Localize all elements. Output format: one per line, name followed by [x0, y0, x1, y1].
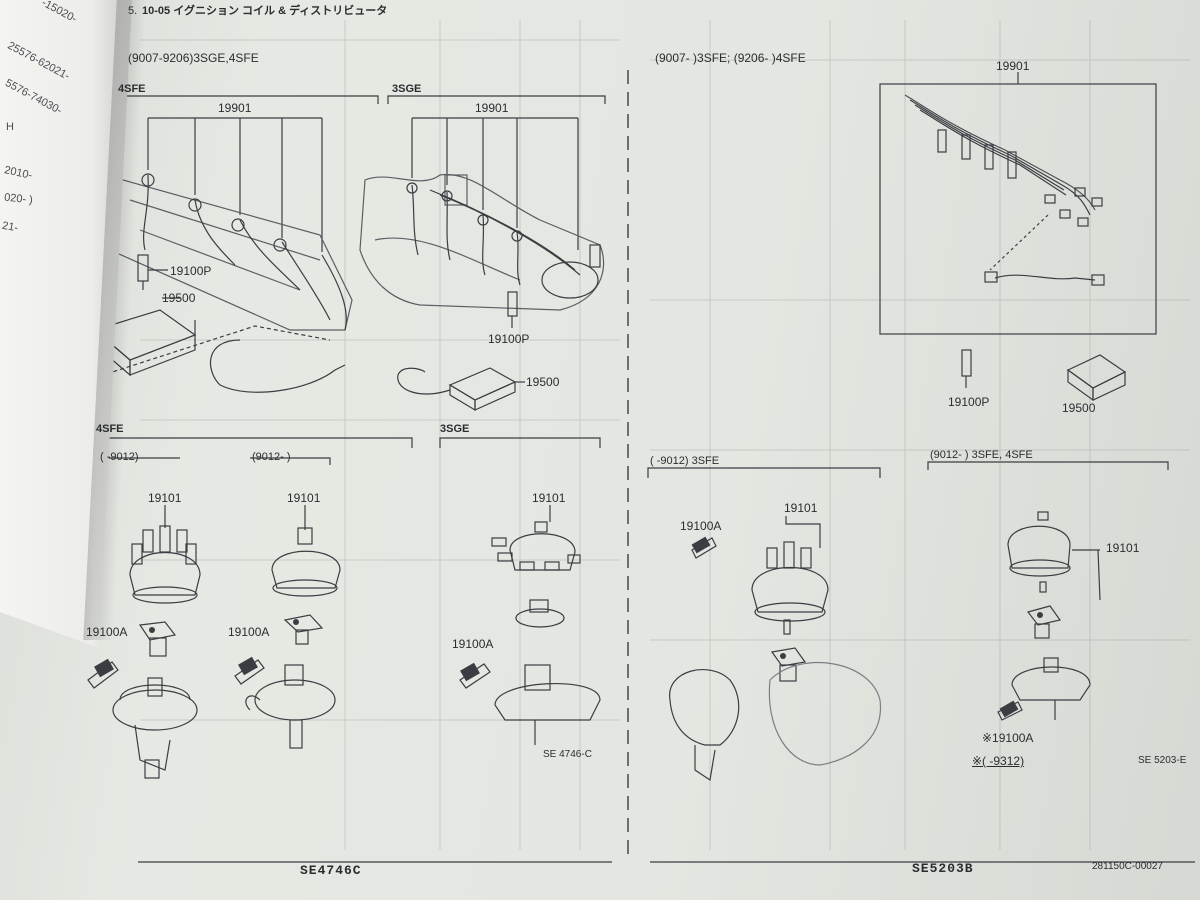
part-number-19500: 19500: [526, 375, 560, 389]
date-range: (9012- ) 3SFE, 4SFE: [930, 449, 1033, 461]
part-number-19101: 19101: [784, 501, 818, 515]
part-number-19100a: 19100A: [680, 519, 722, 533]
part-number-19901: 19901: [218, 101, 252, 115]
engine-label: 3SGE: [440, 423, 470, 435]
part-number-19101: 19101: [532, 491, 566, 505]
part-number-19500: 19500: [162, 291, 196, 305]
footer-illustration-code: SE5203B: [912, 861, 974, 876]
part-number-19901: 19901: [996, 59, 1030, 73]
part-number-19100p: 19100P: [948, 395, 990, 409]
illustration-code: SE 4746-C: [543, 749, 592, 760]
part-number-19100p: 19100P: [488, 332, 530, 346]
edge-note: H: [6, 121, 14, 133]
date-range: (9012- ): [252, 451, 291, 463]
part-number-19100a: 19100A: [228, 625, 270, 639]
range-label-right: (9007- )3SFE; (9206- )4SFE: [655, 51, 806, 65]
footer-illustration-code: SE4746C: [300, 863, 362, 878]
engine-label: 3SGE: [392, 83, 422, 95]
note-date-range: ※( -9312): [972, 754, 1025, 768]
part-number-19100a: 19100A: [452, 637, 494, 651]
part-number-19101: 19101: [287, 491, 321, 505]
date-range: ( -9012): [100, 451, 139, 463]
part-number-19901: 19901: [475, 101, 509, 115]
part-number-19500: 19500: [1062, 401, 1096, 415]
page-title: 10-05 イグニション コイル & ディストリビュータ: [142, 5, 388, 17]
illustration-code: SE 5203-E: [1138, 755, 1187, 766]
engine-label: 4SFE: [118, 83, 146, 95]
part-number-19100a: ※19100A: [982, 731, 1034, 745]
part-number-19100p: 19100P: [170, 264, 212, 278]
part-number-19101: 19101: [1106, 541, 1140, 555]
part-number-19100a: 19100A: [86, 625, 128, 639]
part-number-19101: 19101: [148, 491, 182, 505]
range-label-left: (9007-9206)3SGE,4SFE: [128, 51, 259, 65]
date-range: ( -9012) 3SFE: [650, 455, 720, 467]
document-number: 281150C-00027: [1092, 861, 1163, 872]
engine-label: 4SFE: [96, 423, 124, 435]
page-prefix: 5.: [128, 5, 138, 17]
